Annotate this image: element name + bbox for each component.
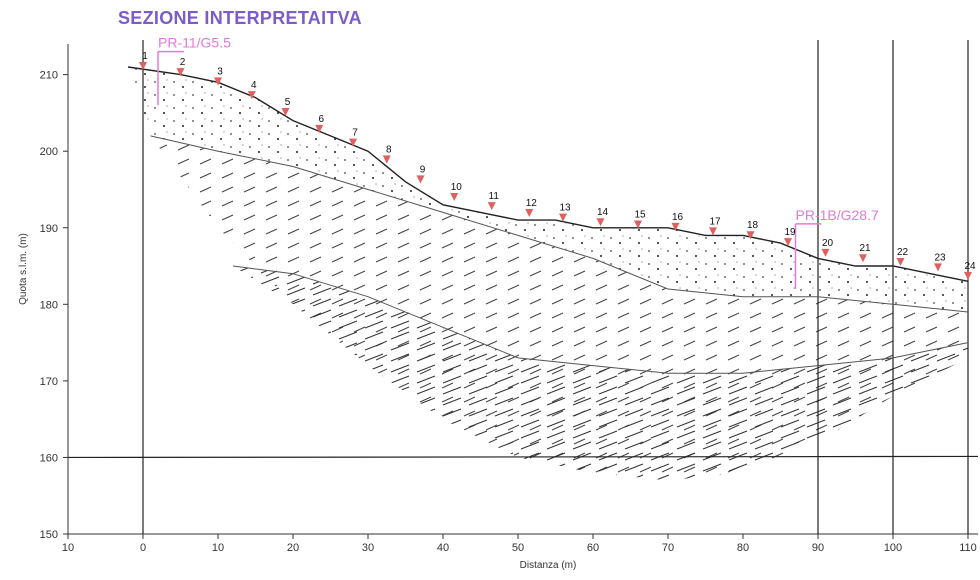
geophone-label: 9 — [420, 164, 426, 175]
borehole-label: PR-1B/G28.7 — [796, 207, 879, 223]
x-tick-label: 40 — [437, 542, 449, 554]
section-lines — [67, 40, 979, 534]
x-tick-label: 110 — [959, 542, 977, 554]
geophone-label: 24 — [964, 261, 976, 272]
y-tick-label: 170 — [40, 376, 58, 388]
x-axis-label: Distanza (m) — [520, 560, 577, 571]
y-tick-label: 150 — [40, 529, 58, 541]
x-tick-label: 0 — [140, 542, 146, 554]
geophone-label: 4 — [251, 80, 257, 91]
geophone-marker — [382, 155, 391, 164]
geophone-label: 11 — [489, 191, 500, 202]
geophone-label: 12 — [526, 198, 538, 209]
geophone-label: 10 — [451, 182, 463, 193]
y-axis-label: Quota s.l.m. (m) — [18, 233, 29, 305]
geophone-marker — [934, 263, 942, 272]
geophone-marker — [176, 68, 185, 77]
axes-frame — [67, 44, 978, 535]
geophone-marker — [525, 209, 534, 218]
geophone-label: 16 — [672, 212, 684, 223]
baseline-line — [67, 455, 979, 459]
geophone-label: 2 — [180, 57, 186, 68]
geophone-marker — [559, 213, 567, 222]
geophone-marker — [450, 192, 459, 201]
x-tick-label: 20 — [287, 542, 299, 554]
chart-title: SEZIONE INTERPRETAITVA — [118, 8, 362, 28]
layer-clay — [233, 266, 968, 481]
ground-surface-line — [127, 66, 969, 282]
geophone-marker — [964, 271, 972, 280]
geophone-marker — [784, 238, 792, 247]
geophone-label: 5 — [285, 97, 291, 108]
boundary-line-2 — [232, 265, 969, 374]
geophone-label: 23 — [934, 252, 946, 263]
boreholes: PR-11/G5.5PR-1B/G28.7 — [157, 35, 879, 289]
geophone-marker — [349, 138, 357, 147]
y-tick-label: 210 — [40, 70, 58, 82]
x-tick-label: 10 — [212, 542, 224, 554]
geophone-marker — [315, 124, 324, 133]
geophone-marker — [416, 175, 425, 184]
geophone-label: 17 — [709, 216, 721, 227]
geophone-label: 22 — [897, 247, 909, 258]
x-tick-label: 80 — [737, 542, 749, 554]
geophone-marker — [139, 62, 147, 71]
geophone-marker — [896, 258, 905, 267]
geophone-marker — [671, 222, 680, 231]
geophone-marker — [281, 107, 290, 116]
geophone-marker — [746, 231, 755, 240]
geophone-marker — [859, 254, 867, 263]
geophone-marker — [634, 220, 642, 229]
y-tick-label: 180 — [40, 299, 58, 311]
x-tick-label: 90 — [812, 542, 824, 554]
x-tick-label: 10 — [62, 542, 74, 554]
soil-layers — [128, 67, 968, 481]
geophone-label: 7 — [352, 128, 358, 139]
geophone-label: 18 — [747, 220, 759, 231]
geophone-label: 14 — [597, 207, 609, 218]
geophone-marker — [709, 227, 717, 236]
boundary-line-1 — [150, 135, 969, 313]
geophone-label: 6 — [318, 114, 324, 125]
y-tick-label: 200 — [40, 146, 58, 158]
borehole-label: PR-11/G5.5 — [158, 35, 231, 51]
x-tick-label: 30 — [362, 542, 374, 554]
geophone-label: 13 — [559, 203, 571, 214]
geophone-label: 1 — [142, 51, 148, 62]
geophone-marker — [821, 248, 830, 257]
x-tick-label: 50 — [512, 542, 524, 554]
geophone-label: 19 — [784, 227, 796, 238]
geophone-label: 21 — [859, 243, 871, 254]
geophone-marker — [247, 91, 256, 100]
geophone-label: 8 — [386, 144, 392, 155]
geophone-label: 15 — [634, 210, 646, 221]
layer-topsoil — [128, 67, 968, 312]
x-tick-label: 60 — [587, 542, 599, 554]
geophone-label: 3 — [217, 66, 223, 77]
y-tick-label: 160 — [40, 452, 58, 464]
geophone-marker — [596, 218, 605, 227]
geophone-label: 20 — [822, 238, 834, 249]
geophone-marker — [214, 77, 222, 86]
geophone-marker — [487, 202, 496, 211]
y-tick-label: 190 — [40, 223, 58, 235]
x-tick-label: 100 — [884, 542, 902, 554]
x-tick-label: 70 — [662, 542, 674, 554]
